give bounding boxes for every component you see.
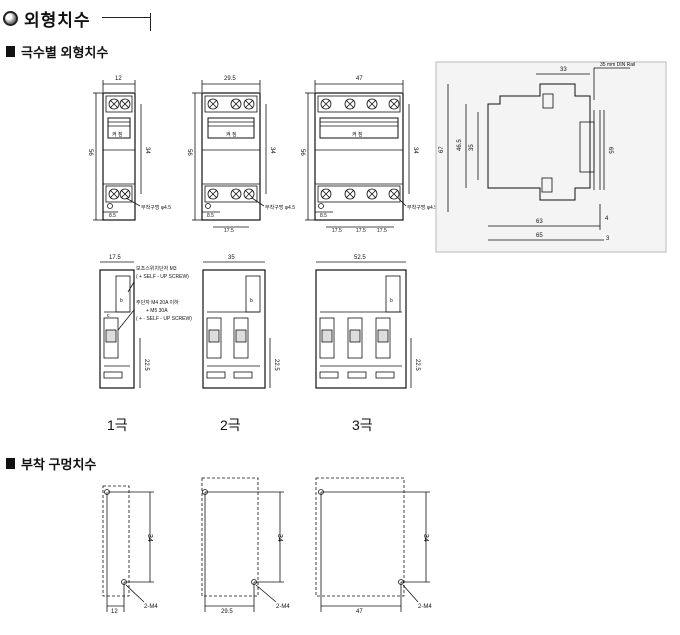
side-dim-65: 65 — [607, 147, 613, 154]
mount-hole-label-1p: 부착구멍 φ4.5 — [141, 204, 171, 211]
hole-spec-3p: 2-M4 — [418, 604, 432, 610]
svg-text:b: b — [120, 298, 123, 304]
dim-edge-2p: 8.5 — [207, 213, 214, 219]
mount-hole-label-3p: 부착구멍 φ4.5 — [407, 204, 437, 211]
top-view-3p: 켜 짐 47 56 34 8.5 17.5 17.5 17.5 부착구멍 φ4.… — [299, 76, 437, 234]
main-screw-label: ( + - SELF - UP SCREW) — [136, 316, 192, 322]
side-dim-65b: 65 — [536, 233, 543, 239]
front-term-2p: 22.5 — [273, 359, 279, 371]
top-view-1p: 켜 짐 12 56 34 8.5 부착구멍 φ4.5 — [87, 76, 171, 221]
front-view-1p: b c 17.5 22.5 보조스위치단자 M3 ( + SELF - UP S… — [99, 255, 192, 389]
pole-label-3p: 3극 — [352, 417, 373, 433]
square-bullet-icon — [6, 458, 15, 469]
dim-width-2p: 29.5 — [224, 76, 236, 82]
aux-switch-label: 보조스위치단자 M3 — [136, 265, 177, 272]
side-dim-63: 63 — [536, 219, 543, 225]
header-rule-end — [150, 13, 151, 31]
dim-pitch-1p: 34 — [144, 147, 150, 154]
side-view: 33 35 mm DIN Rail 67 46.5 35 65 63 65 4 … — [435, 61, 667, 253]
front-dim-2p: 35 — [228, 255, 235, 261]
svg-text:b: b — [390, 298, 393, 304]
din-rail-label: 35 mm DIN Rail — [600, 62, 635, 68]
pole-label-1p: 1극 — [107, 417, 128, 433]
page-title: 외형치수 — [24, 10, 91, 30]
mount-pitch-2p: 34 — [276, 534, 283, 542]
hole-spec-1p: 2-M4 — [144, 604, 158, 610]
dim-edge-3p: 8.5 — [320, 213, 327, 219]
side-dim-4: 4 — [605, 216, 609, 222]
side-dim-3: 3 — [606, 236, 610, 242]
dim-width-1p: 12 — [115, 76, 122, 82]
mount-pitch-3p: 34 — [422, 534, 429, 542]
dim-edge-1p: 8.5 — [109, 213, 116, 219]
mount-hole-label-2p: 부착구멍 φ4.5 — [265, 204, 295, 211]
pole-label-2p: 2극 — [220, 417, 241, 433]
front-view-2p: b 35 22.5 — [202, 255, 279, 389]
circle-bullet-icon — [3, 10, 18, 26]
handle-label-1p: 켜 짐 — [112, 131, 123, 138]
section-dims-heading: 극수별 외형치수 — [6, 42, 108, 61]
dim-pitch-3p-a: 17.5 — [332, 228, 342, 234]
mount-view-2p: 34 29.5 2-M4 — [201, 477, 290, 615]
handle-label-3p: 켜 짐 — [352, 131, 363, 138]
mount-view-3p: 34 47 2-M4 — [315, 477, 432, 615]
dim-width-3p: 47 — [356, 76, 363, 82]
front-view-3p: b 52.5 22.5 — [315, 255, 420, 389]
hole-spec-2p: 2-M4 — [276, 604, 290, 610]
dim-pitch-3p: 34 — [412, 147, 418, 154]
mount-width-3p: 47 — [356, 609, 363, 615]
dim-pitch-2p: 34 — [269, 147, 275, 154]
front-dim-3p: 52.5 — [354, 255, 366, 261]
front-dim-1p: 17.5 — [109, 255, 121, 261]
svg-text:c: c — [107, 313, 110, 319]
dim-height-2p: 56 — [186, 149, 192, 156]
header-rule — [102, 17, 150, 18]
mount-pitch-1p: 34 — [146, 534, 153, 542]
dim-pitch-3p-c: 17.5 — [377, 228, 387, 234]
dim-height-1p: 56 — [87, 149, 93, 156]
square-bullet-icon — [6, 46, 15, 57]
section-mount-title: 부착 구멍치수 — [21, 457, 97, 472]
handle-label-2p: 켜 짐 — [226, 131, 237, 138]
mount-width-1p: 12 — [111, 609, 118, 615]
side-dim-67: 67 — [439, 146, 445, 153]
top-view-2p: 켜 짐 29.5 56 34 8.5 17.5 부착구멍 φ4.5 — [186, 76, 295, 234]
mount-width-2p: 29.5 — [221, 609, 233, 615]
mount-view-1p: 34 12 2-M4 — [102, 485, 158, 615]
dim-pitch-2p-bottom: 17.5 — [224, 228, 234, 234]
page-header: 외형치수 — [0, 6, 91, 30]
front-term-1p: 22.5 — [143, 359, 149, 371]
front-term-3p: 22.5 — [414, 359, 420, 371]
main-term-label-2: + M5 30A — [146, 308, 168, 314]
section-dims-title: 극수별 외형치수 — [21, 45, 109, 60]
dim-height-3p: 56 — [299, 149, 305, 156]
main-term-label-1: 주단자 M4 20A 이하 — [136, 299, 179, 306]
dim-pitch-3p-b: 17.5 — [356, 228, 366, 234]
side-dim-465: 46.5 — [457, 139, 463, 151]
section-mount-heading: 부착 구멍치수 — [6, 454, 96, 473]
aux-screw-label: ( + SELF - UP SCREW) — [136, 274, 189, 280]
side-dim-top: 33 — [560, 67, 567, 73]
side-dim-35: 35 — [469, 144, 475, 151]
svg-text:b: b — [250, 298, 253, 304]
